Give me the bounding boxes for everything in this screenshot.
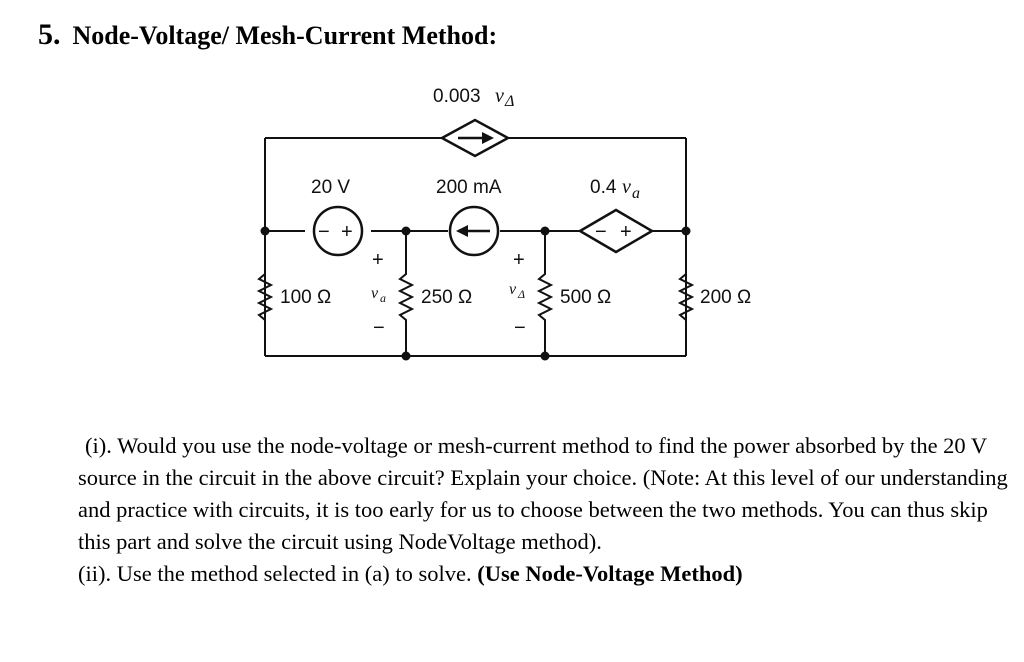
resistor-100 [256, 268, 274, 330]
arrow-left-icon [456, 225, 468, 237]
voltage-source-label: 20 V [311, 177, 350, 198]
top-source-coefficient: 0.003 [433, 86, 481, 107]
question-part-ii: (ii). Use the method selected in (a) to … [78, 558, 1008, 590]
resistor-250-label: 250 Ω [421, 287, 472, 308]
resistor-200-label: 200 Ω [700, 287, 751, 308]
svg-text:−: − [318, 221, 330, 243]
dep-voltage-coefficient: 0.4 [590, 177, 617, 198]
resistor-500 [536, 268, 554, 330]
question-part-ii-bold: (Use Node-Voltage Method) [477, 561, 743, 586]
node-dot [401, 226, 411, 236]
dependent-current-source [439, 118, 511, 158]
node-dot [401, 351, 411, 361]
va-minus: − [373, 317, 385, 339]
resistor-100-label: 100 Ω [280, 287, 331, 308]
dep-voltage-var: v [622, 176, 631, 198]
top-source-sub: Δ [504, 93, 514, 110]
vdelta-minus: − [514, 317, 526, 339]
question-number: 5. [38, 18, 61, 51]
node-dot [260, 226, 270, 236]
va-var: v [371, 285, 379, 302]
top-source-var: v [495, 85, 504, 107]
vdelta-plus: + [513, 249, 525, 271]
resistor-250 [397, 268, 415, 330]
question-part-ii-text: (ii). Use the method selected in (a) to … [78, 561, 472, 586]
dep-voltage-sub: a [632, 185, 640, 202]
question-title: Node-Voltage/ Mesh-Current Method: [72, 21, 498, 50]
va-plus: + [372, 249, 384, 271]
node-dot [681, 226, 691, 236]
question-heading: 5. Node-Voltage/ Mesh-Current Method: [38, 18, 497, 52]
current-source-200ma [448, 205, 500, 257]
node-dot [540, 226, 550, 236]
current-source-label: 200 mA [436, 177, 502, 198]
question-part-i: (i). Would you use the node-voltage or m… [78, 433, 1008, 554]
voltage-source-20v: − + [312, 205, 364, 257]
node-dot [540, 351, 550, 361]
svg-text:+: + [341, 221, 353, 243]
dependent-voltage-source: − + [577, 208, 655, 254]
va-sub: a [380, 291, 386, 305]
resistor-500-label: 500 Ω [560, 287, 611, 308]
resistor-200 [677, 268, 695, 330]
svg-text:+: + [620, 221, 632, 243]
arrow-right-icon [482, 132, 494, 144]
question-text: (i). Would you use the node-voltage or m… [78, 430, 1008, 590]
vdelta-var: v [509, 281, 517, 298]
svg-text:−: − [595, 221, 607, 243]
vdelta-sub: Δ [517, 287, 525, 301]
